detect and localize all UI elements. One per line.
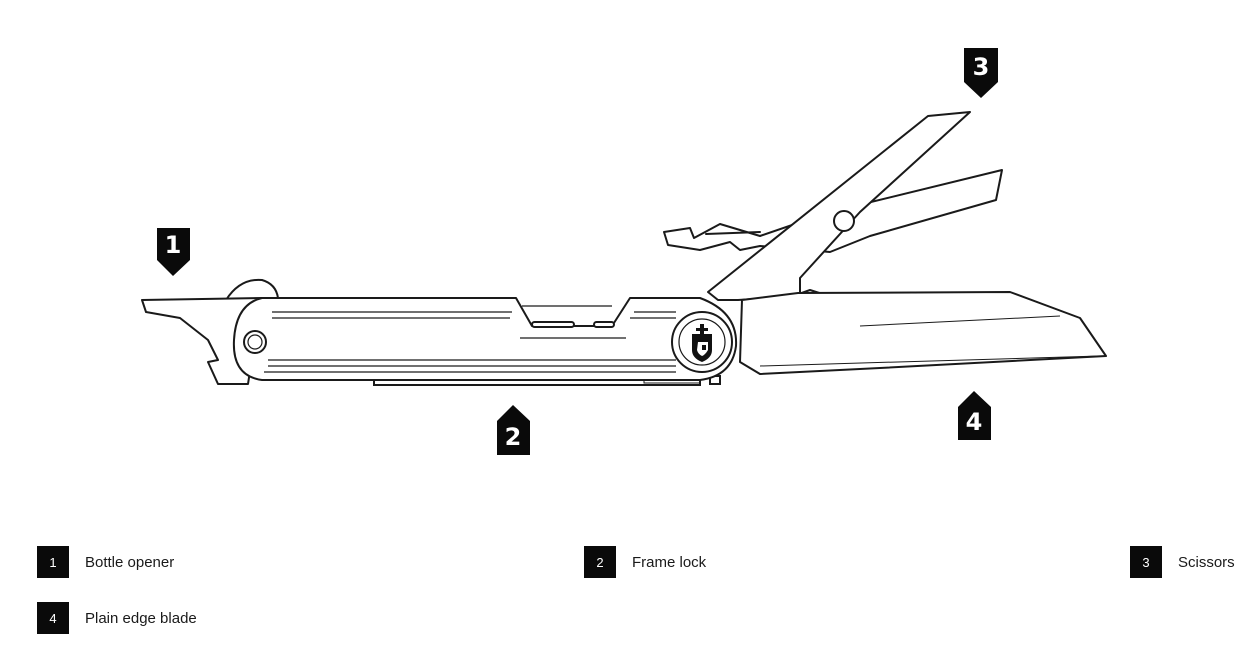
handle-illustration bbox=[232, 297, 738, 381]
legend-badge: 1 bbox=[37, 546, 69, 578]
legend-label: Scissors bbox=[1178, 553, 1235, 571]
key-ring-illustration bbox=[225, 278, 279, 301]
legend-item-scissors: 3 Scissors bbox=[1130, 546, 1235, 578]
callout-marker-4: 4 bbox=[958, 391, 991, 440]
legend-badge: 2 bbox=[584, 546, 616, 578]
svg-text:3: 3 bbox=[973, 53, 990, 81]
legend-badge: 4 bbox=[37, 602, 69, 634]
callout-marker-3: 3 bbox=[964, 48, 998, 98]
legend-label: Frame lock bbox=[632, 553, 707, 571]
legend-label: Plain edge blade bbox=[85, 609, 197, 627]
legend-item-plain-edge-blade: 4 Plain edge blade bbox=[37, 602, 197, 634]
legend-label: Bottle opener bbox=[85, 553, 175, 571]
legend-item-bottle-opener: 1 Bottle opener bbox=[37, 546, 174, 578]
legend-item-frame-lock: 2 Frame lock bbox=[584, 546, 706, 578]
svg-text:2: 2 bbox=[505, 423, 522, 451]
svg-text:1: 1 bbox=[165, 231, 182, 259]
logo-shield-icon bbox=[692, 324, 712, 362]
legend-badge: 3 bbox=[1130, 546, 1162, 578]
blade-illustration bbox=[739, 291, 1107, 375]
multitool-diagram: 1 2 3 4 bbox=[141, 48, 1107, 455]
svg-text:4: 4 bbox=[966, 408, 983, 436]
callout-marker-2: 2 bbox=[497, 405, 530, 455]
callout-marker-1: 1 bbox=[157, 228, 190, 276]
